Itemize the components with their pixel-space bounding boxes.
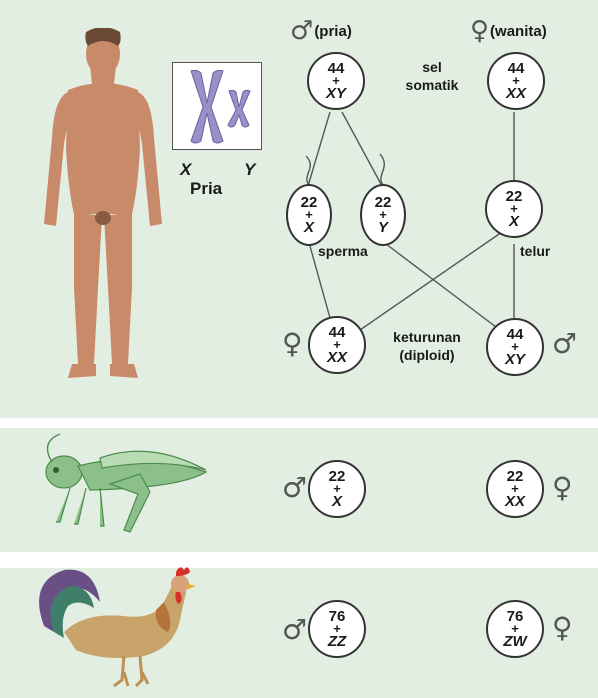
male-symbol: ♂ <box>290 16 313 46</box>
line-male-spermx <box>308 112 330 186</box>
sperm-label: sperma <box>318 242 368 260</box>
offspring-male-cell: 44 + XY <box>486 318 544 376</box>
chromosome-drawing <box>173 63 261 149</box>
sex-chromosomes: XX <box>327 350 347 365</box>
female-header: ♀ (wanita) <box>470 16 547 46</box>
sex-chromosomes: X <box>509 214 519 229</box>
chicken-female-cell: 76 + ZW <box>486 600 544 658</box>
male-symbol: ♂ <box>282 474 307 502</box>
parent-female-cell: 44 + XX <box>487 52 545 110</box>
egg-label: telur <box>520 242 550 260</box>
female-symbol: ♀ <box>552 614 573 642</box>
sperm-x-cell: 22 + X <box>286 184 332 246</box>
male-symbol: ♂ <box>552 330 577 358</box>
egg-cell: 22 + X <box>485 180 543 238</box>
sex-chromosomes: Y <box>378 220 388 235</box>
sex-chromosomes: XX <box>506 86 526 101</box>
grasshopper-illustration <box>30 432 220 544</box>
sex-chromosomes: X <box>332 494 342 509</box>
line-male-spermy <box>342 112 382 186</box>
female-symbol: ♀ <box>470 16 489 46</box>
male-symbol: ♂ <box>282 616 307 644</box>
grasshopper-male-cell: 22 + X <box>308 460 366 518</box>
sex-chromosomes: XX <box>505 494 525 509</box>
female-header-label: (wanita) <box>490 23 547 40</box>
sperm-y-cell: 22 + Y <box>360 184 406 246</box>
sperm-tail-y <box>380 154 384 186</box>
sex-chromosomes: ZZ <box>328 634 346 649</box>
line-spermy-son <box>386 244 500 330</box>
karyotype-caption: Pria <box>190 180 222 198</box>
female-symbol: ♀ <box>282 330 303 358</box>
offspring-female-cell: 44 + XX <box>308 316 366 374</box>
sex-chromosomes: XY <box>505 352 525 367</box>
sex-chromosomes: XY <box>326 86 346 101</box>
parent-male-cell: 44 + XY <box>307 52 365 110</box>
y-chromosome-label: Y <box>244 160 255 180</box>
female-symbol: ♀ <box>552 474 573 502</box>
somatic-cell-label: sel somatik <box>392 58 472 94</box>
male-header: ♂ (pria) <box>290 16 352 46</box>
x-chromosome-label: X <box>180 160 191 180</box>
male-header-label: (pria) <box>314 23 352 40</box>
offspring-label: keturunan (diploid) <box>382 328 472 364</box>
chicken-male-cell: 76 + ZZ <box>308 600 366 658</box>
sex-chromosomes: X <box>304 220 314 235</box>
human-male-figure <box>28 28 178 398</box>
sex-chromosomes: ZW <box>503 634 526 649</box>
rooster-illustration <box>24 562 204 692</box>
grasshopper-female-cell: 22 + XX <box>486 460 544 518</box>
karyotype-box <box>172 62 262 150</box>
